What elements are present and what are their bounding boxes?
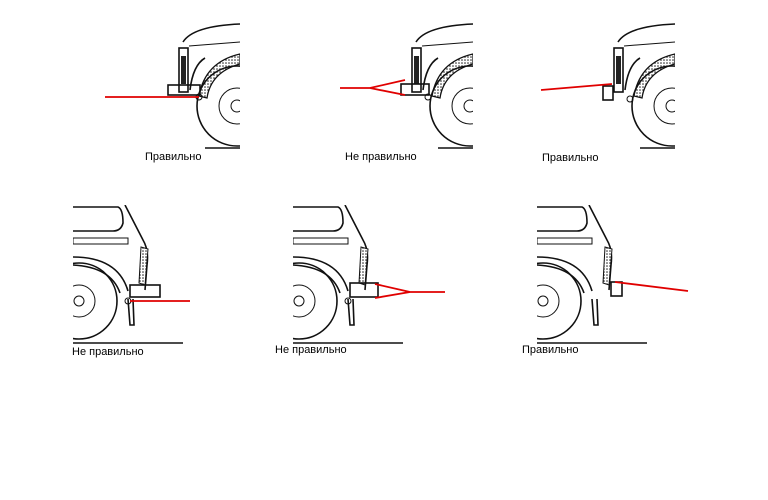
headlight-box bbox=[610, 281, 623, 297]
light-beam bbox=[374, 283, 445, 299]
panel-front-correct-2 bbox=[540, 24, 712, 148]
headlight-box bbox=[167, 84, 201, 96]
light-beam bbox=[540, 83, 613, 91]
panel-6-label: Правильно bbox=[522, 344, 579, 356]
headlight-box bbox=[129, 284, 161, 298]
light-beam bbox=[614, 281, 689, 292]
light-beam bbox=[340, 79, 406, 96]
panel-front-incorrect bbox=[340, 24, 510, 148]
headlight-box bbox=[602, 85, 614, 101]
panel-front-correct bbox=[105, 24, 277, 148]
panel-rear-incorrect bbox=[41, 205, 190, 343]
panel-5-label: Не правильно bbox=[275, 344, 347, 356]
panel-4-label: Не правильно bbox=[72, 346, 144, 358]
panel-3-label: Правильно bbox=[542, 152, 599, 164]
panel-1-label: Правильно bbox=[145, 151, 202, 163]
headlight-box bbox=[400, 83, 430, 96]
panel-2-label: Не правильно bbox=[345, 151, 417, 163]
headlight-box bbox=[349, 282, 379, 298]
panel-rear-correct bbox=[505, 205, 689, 343]
panel-rear-incorrect-2 bbox=[261, 205, 445, 343]
